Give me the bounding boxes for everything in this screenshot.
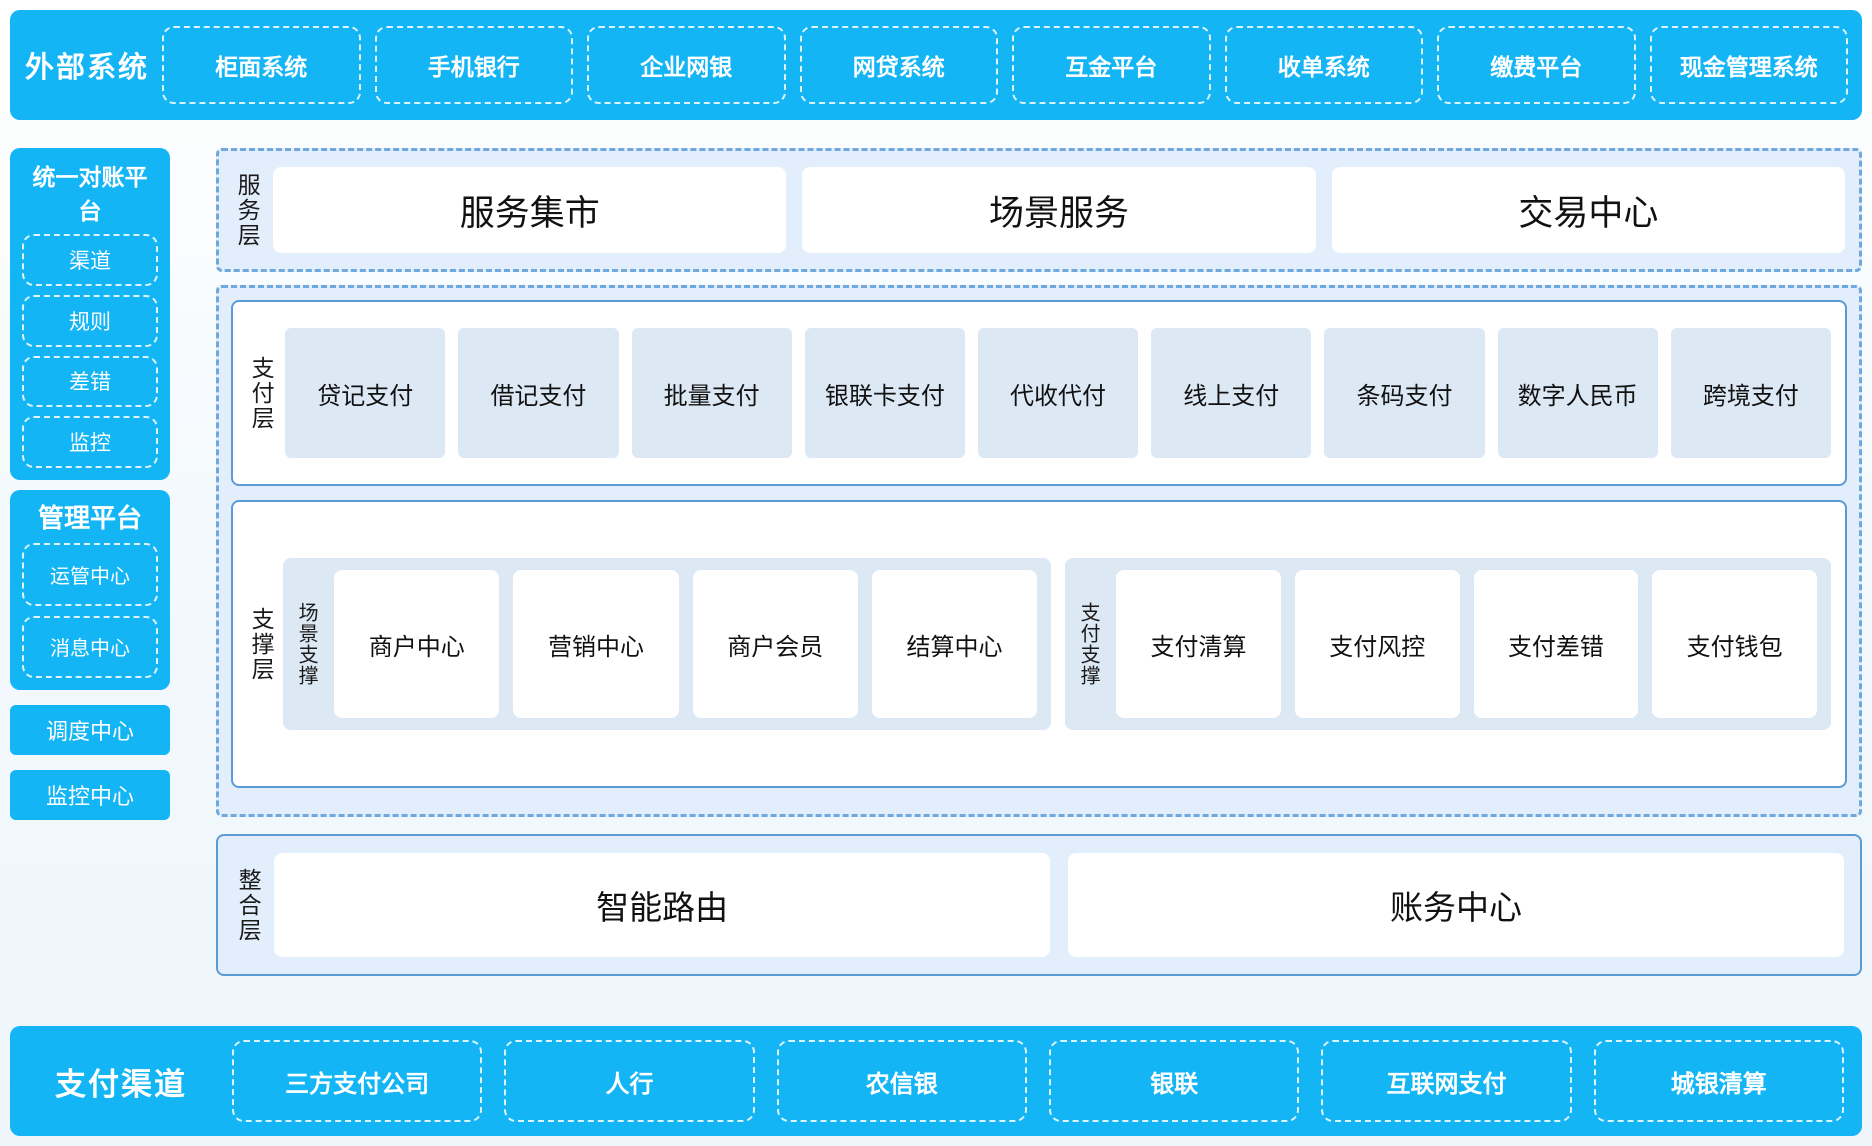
payment-tile-digital-rmb[interactable]: 数字人民币 (1497, 328, 1658, 458)
integration-card-smart-routing[interactable]: 智能路由 (274, 853, 1051, 957)
service-card-transaction[interactable]: 交易中心 (1331, 167, 1845, 253)
management-platform-title: 管理平台 (37, 503, 142, 533)
recon-item-rule[interactable]: 规则 (22, 294, 158, 347)
external-systems-bar: 外部系统 柜面系统 手机银行 企业网银 网贷系统 互金平台 收单系统 缴费平台 … (10, 10, 1862, 120)
external-system-item[interactable]: 缴费平台 (1437, 26, 1636, 104)
payment-support-label: 支付支撑 (1077, 602, 1100, 686)
external-system-item[interactable]: 手机银行 (374, 26, 573, 104)
mgmt-item-message-center[interactable]: 消息中心 (22, 615, 158, 678)
recon-item-error[interactable]: 差错 (22, 355, 158, 408)
scheduling-center-button[interactable]: 调度中心 (10, 705, 170, 755)
service-card-marketplace[interactable]: 服务集市 (273, 167, 787, 253)
reconciliation-platform-list: 渠道 规则 差错 监控 (22, 234, 158, 468)
channel-item-city-bank-clearing[interactable]: 城银清算 (1593, 1040, 1844, 1122)
integration-layer-label: 整合层 (235, 867, 262, 943)
channel-item-third-party[interactable]: 三方支付公司 (232, 1040, 483, 1122)
service-layer-cards: 服务集市 场景服务 交易中心 (273, 167, 1845, 253)
support-card-payment-error[interactable]: 支付差错 (1473, 570, 1639, 718)
channel-item-rcc[interactable]: 农信银 (776, 1040, 1027, 1122)
service-layer-label: 服务层 (234, 172, 261, 248)
payment-layer-tiles: 贷记支付 借记支付 批量支付 银联卡支付 代收代付 线上支付 条码支付 数字人民… (285, 328, 1831, 458)
support-card-marketing-center[interactable]: 营销中心 (513, 570, 679, 718)
external-systems-list: 柜面系统 手机银行 企业网银 网贷系统 互金平台 收单系统 缴费平台 现金管理系… (162, 26, 1848, 104)
external-system-item[interactable]: 柜面系统 (162, 26, 361, 104)
external-system-item[interactable]: 现金管理系统 (1649, 26, 1848, 104)
payment-layer-label: 支付层 (248, 355, 275, 431)
recon-item-channel[interactable]: 渠道 (22, 234, 158, 286)
support-layer-label: 支撑层 (248, 606, 275, 682)
payment-tile-unionpay-card[interactable]: 银联卡支付 (804, 328, 965, 458)
payment-tile-barcode[interactable]: 条码支付 (1324, 328, 1485, 458)
monitoring-center-button[interactable]: 监控中心 (10, 770, 170, 820)
management-platform-list: 运管中心 消息中心 (22, 543, 158, 678)
payment-tile-debit[interactable]: 借记支付 (458, 328, 619, 458)
support-card-payment-wallet[interactable]: 支付钱包 (1652, 570, 1818, 718)
support-card-settlement-center[interactable]: 结算中心 (871, 570, 1038, 718)
channel-item-unionpay[interactable]: 银联 (1048, 1040, 1300, 1122)
payment-layer-section: 支付层 贷记支付 借记支付 批量支付 银联卡支付 代收代付 线上支付 条码支付 … (231, 300, 1847, 486)
support-layer-groups: 场景支撑 商户中心 营销中心 商户会员 结算中心 支付支撑 支付清算 支付风控 … (283, 558, 1831, 730)
integration-card-accounting-center[interactable]: 账务中心 (1068, 853, 1845, 957)
reconciliation-platform-title: 统一对账平台 (32, 164, 148, 224)
recon-item-monitor[interactable]: 监控 (22, 416, 158, 468)
payment-tile-online[interactable]: 线上支付 (1151, 328, 1312, 458)
service-card-scenario[interactable]: 场景服务 (802, 167, 1316, 253)
payment-support-group: 支付支撑 支付清算 支付风控 支付差错 支付钱包 (1065, 558, 1831, 730)
external-system-item[interactable]: 收单系统 (1224, 26, 1423, 104)
service-layer-section: 服务层 服务集市 场景服务 交易中心 (216, 148, 1862, 272)
payment-channels-list: 三方支付公司 人行 农信银 银联 互联网支付 城银清算 (232, 1040, 1844, 1122)
management-platform-panel: 管理平台 运管中心 消息中心 (10, 490, 170, 690)
external-systems-title: 外部系统 (24, 52, 149, 84)
payment-tile-cross-border[interactable]: 跨境支付 (1670, 328, 1831, 458)
support-card-merchant-center[interactable]: 商户中心 (334, 570, 500, 718)
scenario-support-cards: 商户中心 营销中心 商户会员 结算中心 (334, 570, 1038, 718)
integration-layer-section: 整合层 智能路由 账务中心 (216, 834, 1862, 976)
integration-layer-cards: 智能路由 账务中心 (274, 853, 1845, 957)
payment-channels-title: 支付渠道 (55, 1066, 187, 1102)
support-card-payment-riskcontrol[interactable]: 支付风控 (1294, 570, 1460, 718)
channel-item-pboc[interactable]: 人行 (504, 1040, 755, 1122)
channel-item-internet-payment[interactable]: 互联网支付 (1321, 1040, 1572, 1122)
payment-tile-credit[interactable]: 贷记支付 (285, 328, 446, 458)
support-card-merchant-member[interactable]: 商户会员 (692, 570, 858, 718)
reconciliation-platform-panel: 统一对账平台 渠道 规则 差错 监控 (10, 148, 170, 480)
payment-tile-collection-payment[interactable]: 代收代付 (977, 328, 1139, 458)
payment-channels-bar: 支付渠道 三方支付公司 人行 农信银 银联 互联网支付 城银清算 (10, 1026, 1862, 1136)
payment-support-cards: 支付清算 支付风控 支付差错 支付钱包 (1116, 570, 1818, 718)
external-system-item[interactable]: 网贷系统 (799, 26, 998, 104)
external-system-item[interactable]: 互金平台 (1012, 26, 1211, 104)
payment-tile-batch[interactable]: 批量支付 (631, 328, 792, 458)
mgmt-item-operations-center[interactable]: 运管中心 (22, 543, 158, 606)
scenario-support-group: 场景支撑 商户中心 营销中心 商户会员 结算中心 (283, 558, 1052, 730)
support-card-payment-clearing[interactable]: 支付清算 (1116, 570, 1281, 718)
core-layers-section: 支付层 贷记支付 借记支付 批量支付 银联卡支付 代收代付 线上支付 条码支付 … (216, 285, 1862, 817)
scenario-support-label: 场景支撑 (295, 602, 318, 686)
external-system-item[interactable]: 企业网银 (587, 26, 786, 104)
support-layer-section: 支撑层 场景支撑 商户中心 营销中心 商户会员 结算中心 支付支撑 支付清算 (231, 500, 1847, 788)
